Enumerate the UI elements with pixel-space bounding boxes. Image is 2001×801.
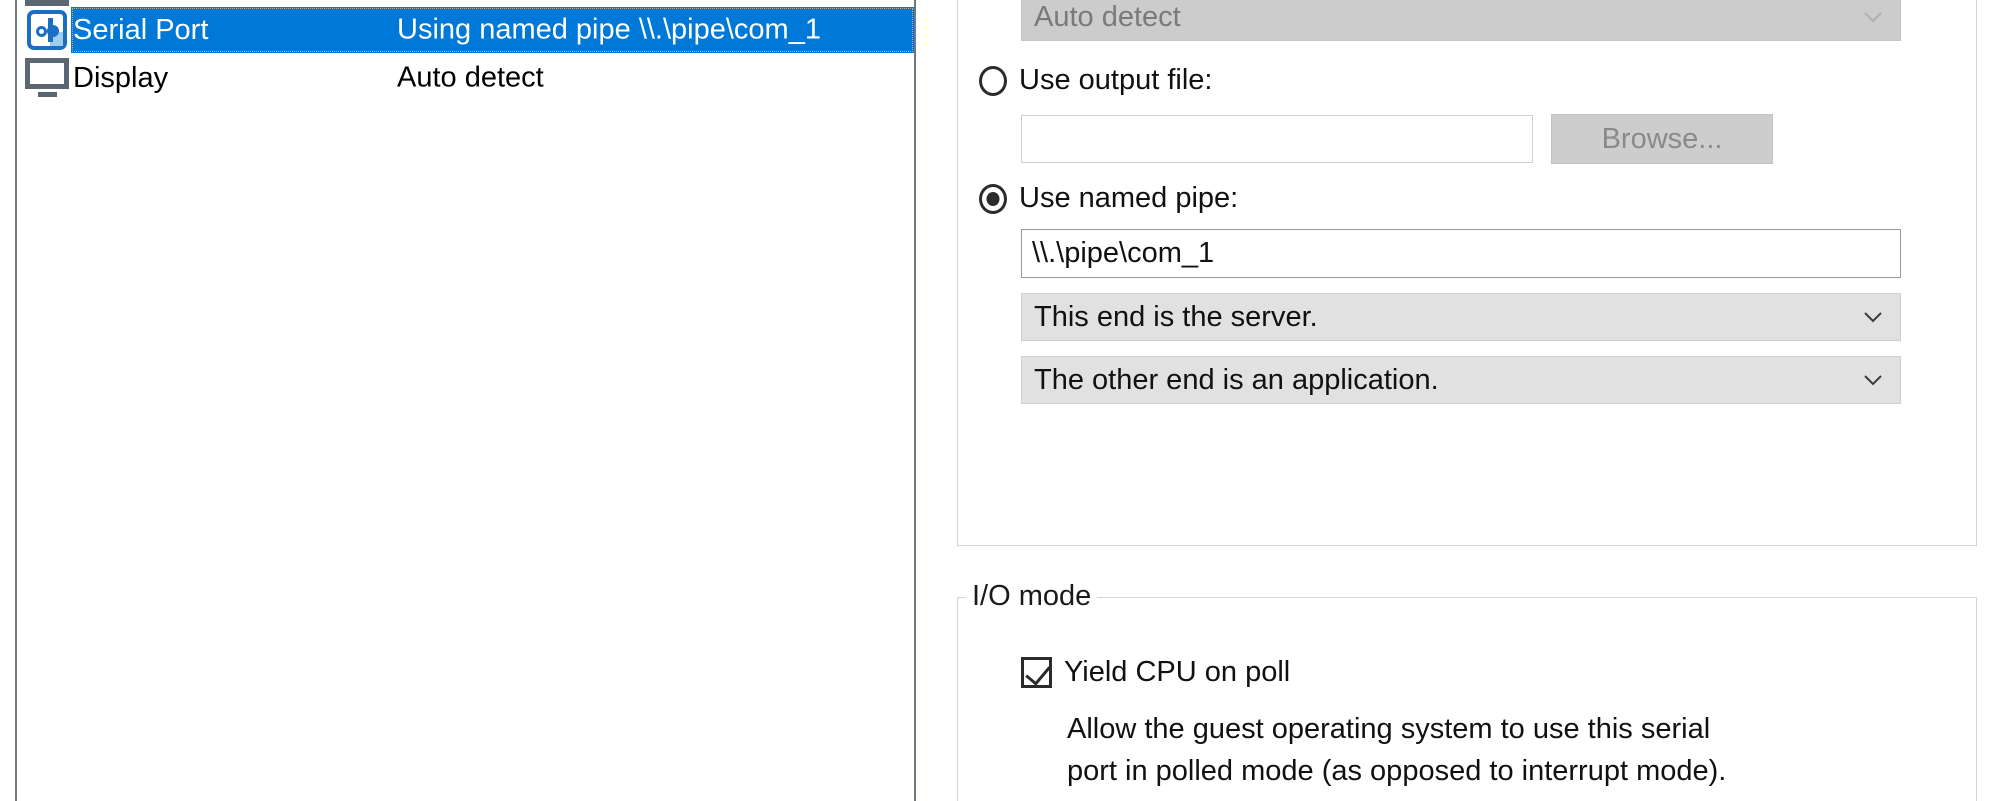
use-output-file-label: Use output file: — [1019, 64, 1213, 96]
list-item-serial-port[interactable]: Serial Port Using named pipe \\.\pipe\co… — [17, 6, 914, 54]
checkbox-indicator — [1021, 657, 1052, 688]
list-item-display[interactable]: Display Auto detect — [17, 54, 914, 102]
use-named-pipe-radio[interactable]: Use named pipe: — [979, 182, 1238, 215]
use-named-pipe-label: Use named pipe: — [1019, 182, 1239, 214]
yield-cpu-on-poll-checkbox[interactable]: Yield CPU on poll — [1021, 656, 1290, 689]
settings-panel: Auto detect Use output file: Browse... U… — [957, 0, 2001, 801]
device-list[interactable]: Serial Port Using named pipe \\.\pipe\co… — [15, 0, 916, 801]
other-end-role-combo[interactable]: The other end is an application. — [1021, 356, 1901, 404]
device-select-value: Auto detect — [1034, 0, 1181, 33]
list-item-label: Serial Port — [73, 13, 209, 46]
io-mode-groupbox: I/O mode — [957, 580, 1977, 801]
display-icon — [21, 56, 73, 100]
named-pipe-value: \\.\pipe\com_1 — [1032, 237, 1215, 269]
partial-device-icon — [25, 0, 69, 6]
list-item-value: Auto detect — [397, 61, 544, 94]
yield-cpu-on-poll-label: Yield CPU on poll — [1064, 656, 1291, 688]
chevron-down-icon — [1862, 369, 1884, 391]
named-pipe-input[interactable]: \\.\pipe\com_1 — [1021, 229, 1901, 278]
browse-button[interactable]: Browse... — [1551, 114, 1773, 164]
serial-port-icon — [21, 8, 73, 52]
this-end-role-value: This end is the server. — [1034, 300, 1318, 333]
output-file-path-input[interactable] — [1021, 115, 1533, 163]
radio-indicator — [979, 65, 1007, 96]
this-end-role-combo[interactable]: This end is the server. — [1021, 293, 1901, 341]
selection-highlight — [71, 7, 914, 53]
chevron-down-icon — [1862, 6, 1884, 28]
other-end-role-value: The other end is an application. — [1034, 363, 1439, 396]
radio-indicator — [979, 183, 1007, 214]
device-select-combo[interactable]: Auto detect — [1021, 0, 1901, 41]
list-item-value: Using named pipe \\.\pipe\com_1 — [397, 13, 821, 46]
list-item-label: Display — [73, 61, 169, 94]
use-output-file-radio[interactable]: Use output file: — [979, 64, 1212, 97]
io-mode-description: Allow the guest operating system to use … — [1067, 713, 1727, 787]
browse-button-label: Browse... — [1601, 122, 1723, 155]
chevron-down-icon — [1862, 306, 1884, 328]
io-mode-title: I/O mode — [966, 580, 1098, 613]
list-item-partial[interactable] — [17, 0, 914, 6]
